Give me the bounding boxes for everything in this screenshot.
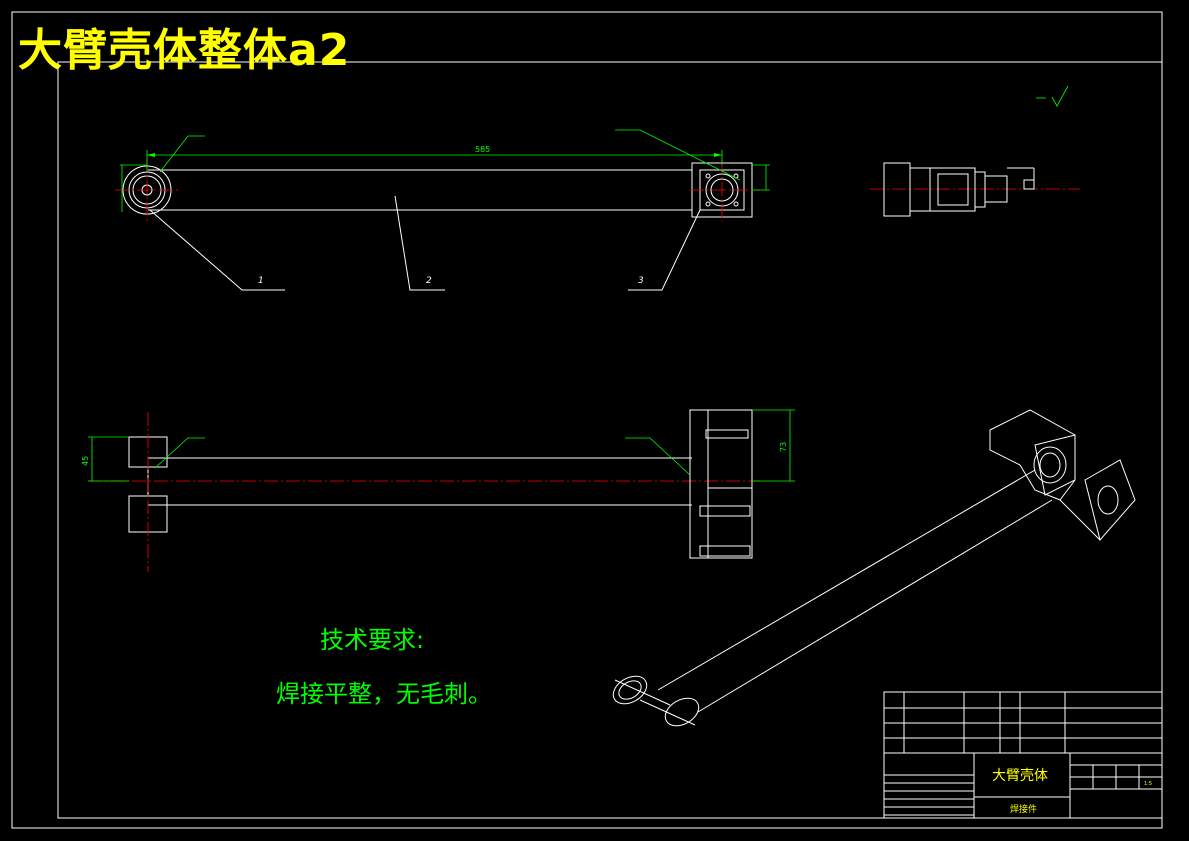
side-view — [870, 162, 1080, 217]
balloon-3: 3 — [638, 276, 644, 286]
front-view — [115, 129, 770, 291]
roughness-symbol — [1036, 85, 1069, 107]
drawing-title: 大臂壳体整体a2 — [18, 25, 351, 76]
isometric-view — [612, 409, 1136, 727]
top-view — [88, 409, 795, 572]
dimension-height: 73 — [779, 442, 788, 452]
balloon-1: 1 — [258, 276, 264, 286]
part-type: 焊接件 — [1010, 803, 1037, 815]
outer-frame — [11, 11, 1163, 829]
scale-value: 1:5 — [1144, 781, 1152, 787]
dimension-length: 585 — [475, 145, 490, 154]
tech-requirements-text: 焊接平整，无毛刺。 — [276, 680, 492, 708]
tech-requirements-heading: 技术要求: — [320, 626, 425, 654]
part-name: 大臂壳体 — [992, 767, 1048, 784]
balloon-2: 2 — [426, 276, 432, 286]
dimension-offset: 45 — [81, 456, 90, 466]
title-block — [883, 691, 1163, 819]
inner-frame — [57, 61, 1163, 819]
